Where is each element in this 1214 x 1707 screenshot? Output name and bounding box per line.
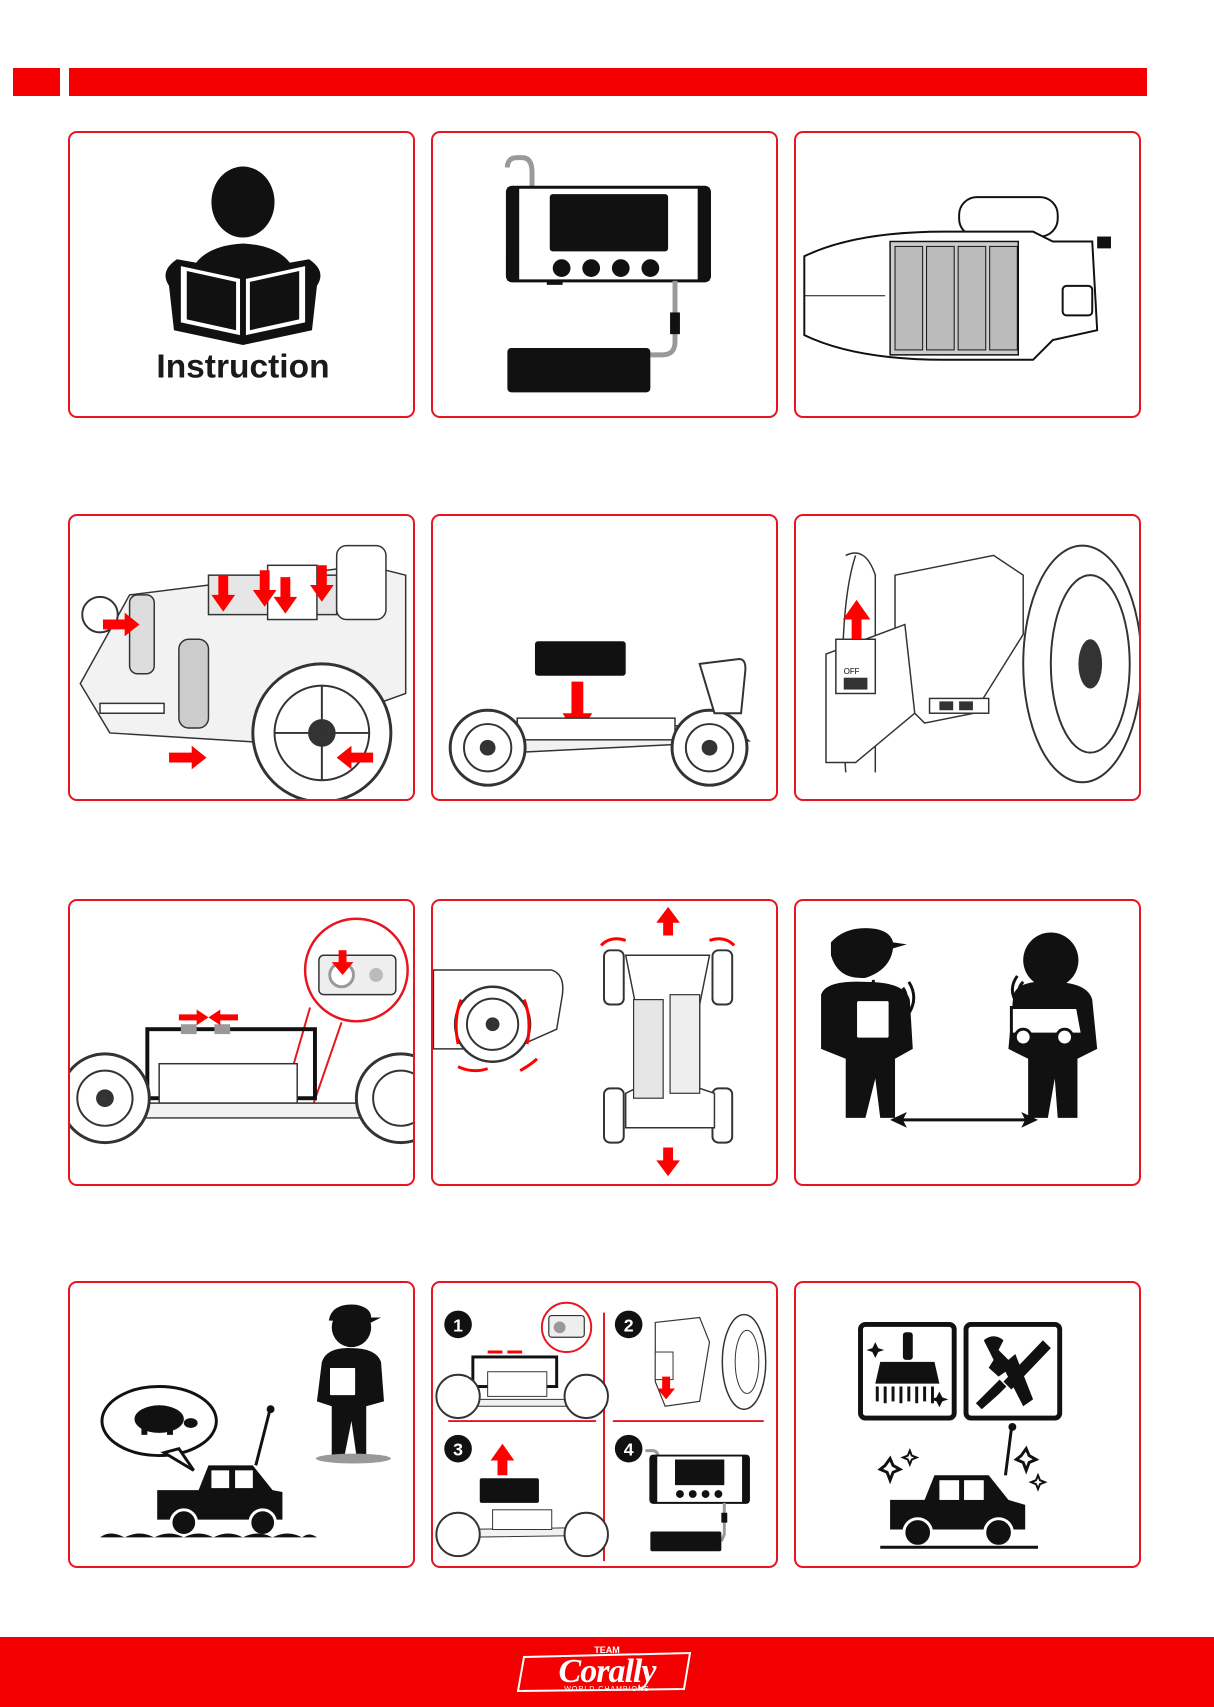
off-switch-label: OFF (844, 667, 860, 676)
corally-logo: TEAM Corally WORLD CHAMPIONS (514, 1645, 700, 1697)
panel-check-steering (431, 899, 778, 1186)
svg-text:3: 3 (453, 1440, 463, 1460)
maintenance-icon (796, 1283, 1139, 1566)
slow-drive-icon (70, 1283, 413, 1566)
panel-drive-slowly (68, 1281, 415, 1568)
panel-install-battery (431, 514, 778, 801)
steering-check-icon (433, 901, 776, 1184)
panel-shutdown-sequence: 1 2 3 4 (431, 1281, 778, 1568)
panel-range-test (794, 899, 1141, 1186)
reader-icon: Instruction (70, 133, 413, 416)
svg-text:1: 1 (453, 1315, 463, 1335)
svg-text:4: 4 (624, 1440, 634, 1460)
battery-install-icon (433, 516, 776, 799)
switch-on-icon: OFF (796, 516, 1139, 799)
panel-lubricate-parts (68, 514, 415, 801)
charger-icon (433, 133, 776, 416)
panel-charge-battery (431, 131, 778, 418)
panel-connect-power (68, 899, 415, 1186)
lubricate-icon (70, 516, 413, 799)
logo-subtitle: WORLD CHAMPIONS (514, 1686, 700, 1693)
header-bar-left (13, 68, 60, 96)
panel-switch-on: OFF (794, 514, 1141, 801)
instruction-label: Instruction (156, 349, 329, 386)
shutdown-sequence-icon: 1 2 3 4 (433, 1283, 776, 1566)
svg-text:2: 2 (624, 1315, 634, 1335)
panel-transmitter-batteries (794, 131, 1141, 418)
transmitter-icon (796, 133, 1139, 416)
panel-clean-and-maintain (794, 1281, 1141, 1568)
header-bar (69, 68, 1147, 96)
panel-read-instructions: Instruction (68, 131, 415, 418)
range-test-icon (796, 901, 1139, 1184)
power-connect-icon (70, 901, 413, 1184)
